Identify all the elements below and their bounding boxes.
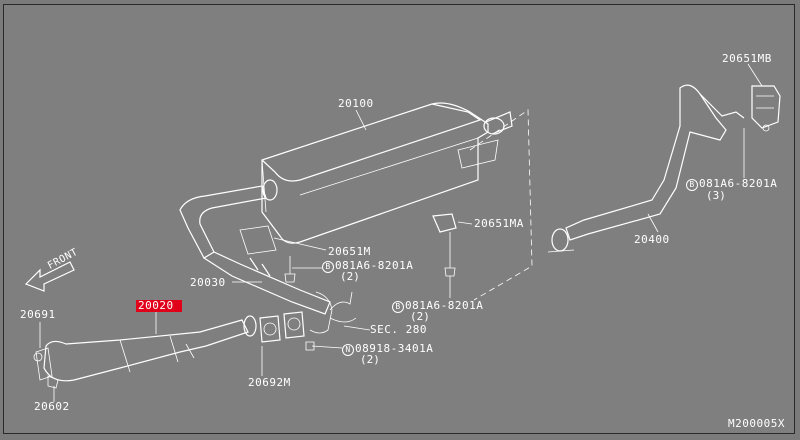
label-mount-front: 20651M [328, 245, 371, 258]
label-bolt-front-qty: (2) [340, 270, 360, 283]
diagram-frame [3, 4, 795, 434]
label-section-ref: SEC. 280 [370, 323, 427, 336]
label-muffler: 20100 [338, 97, 374, 110]
front-arrow-icon [24, 261, 75, 292]
nut-mark-icon: N [342, 344, 354, 356]
label-mount-rear: 20651MB [722, 52, 772, 65]
muffler-shape [261, 102, 513, 244]
label-gasket-center: 20692M [248, 376, 291, 389]
label-mount-mid: 20651MA [474, 217, 524, 230]
leader-lines [39, 63, 763, 402]
sensor-harness-shape [329, 291, 357, 323]
rear-mount-shape [751, 85, 781, 132]
label-gasket-front: 20691 [20, 308, 56, 321]
label-center-pipe: 20030 [190, 276, 226, 289]
middle-bolts-shape [284, 213, 457, 283]
label-seal: 20602 [34, 400, 70, 413]
label-nut-qty: (2) [360, 353, 380, 366]
drawing-id: M200005X [728, 417, 785, 430]
bolt-mark-icon: B [392, 301, 404, 313]
bolt-mark-icon: B [322, 261, 334, 273]
center-pipe-shape [179, 179, 333, 334]
front-pipe-shape [33, 315, 257, 389]
bolt-mark-icon: B [686, 179, 698, 191]
label-front-pipe-highlighted: 20020 [136, 300, 182, 312]
label-tail-pipe: 20400 [634, 233, 670, 246]
label-bolt-rear-qty: (3) [706, 189, 726, 202]
label-bolt-center-qty: (2) [410, 310, 430, 323]
reference-dashed-lines [469, 109, 533, 301]
tail-pipe-shape [547, 84, 745, 253]
gaskets-shape [259, 311, 315, 351]
